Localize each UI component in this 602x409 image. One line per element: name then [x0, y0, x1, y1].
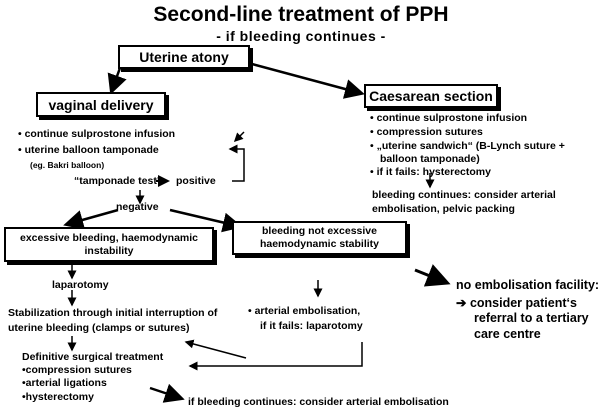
arrow-to-bottom-note: [149, 383, 185, 403]
excessive-line: instability: [84, 244, 134, 257]
arrow-loop-stub: [233, 131, 245, 143]
definitive-line: Definitive surgical treatment: [22, 351, 164, 363]
arrow-embolisation-to-definitive: [188, 342, 363, 371]
not-excessive-line: bleeding not excessive: [262, 225, 377, 237]
not-excessive-line: haemodynamic stability: [259, 238, 380, 250]
arrow-embolisation-to-stabilization: [184, 339, 247, 359]
caesarean-item: balloon tamponade): [380, 153, 480, 165]
arrow-positive-loop: [228, 144, 245, 182]
vaginal-delivery-label: vaginal delivery: [48, 96, 154, 113]
subtitle: - if bleeding continues -: [216, 28, 386, 44]
arrow-negative-right: [169, 208, 243, 233]
caesarean-item: • „uterine sandwich“ (B-Lynch suture +: [370, 140, 565, 152]
vaginal-item: • uterine balloon tamponade: [18, 144, 159, 156]
excessive-line: excessive bleeding, haemodynamic: [20, 231, 198, 244]
arrow-atony-to-caesarean: [251, 62, 365, 99]
caesarean-section-box: Caesarean section: [364, 84, 498, 108]
vaginal-item-note: (eg. Bakri balloon): [30, 160, 105, 170]
tamponade-test-label: “tamponade test": [74, 175, 162, 187]
positive-label: positive: [176, 175, 216, 187]
embolisation-line: • arterial embolisation,: [248, 305, 361, 317]
bottom-note: if bleeding continues: consider arterial…: [188, 396, 449, 408]
embolisation-line: if it fails: laparotomy: [260, 320, 363, 332]
stabilization-line: Stabilization through initial interrupti…: [8, 307, 218, 319]
arrow-atony-to-vaginal: [107, 67, 127, 95]
definitive-line: •compression sutures: [22, 364, 132, 376]
no-facility-line: no embolisation facility:: [456, 278, 600, 292]
page-title: Second-line treatment of PPH: [153, 3, 449, 26]
caesarean-result: embolisation, pelvic packing: [372, 203, 515, 215]
caesarean-item: • continue sulprostone infusion: [370, 112, 528, 124]
arrow-to-no-facility: [414, 264, 451, 287]
uterine-atony-box: Uterine atony: [118, 45, 250, 69]
arrow-negative-left: [63, 208, 119, 230]
no-facility-line: ➔ consider patient‘s: [456, 296, 577, 310]
no-facility-line: referral to a tertiary: [474, 311, 589, 325]
stabilization-line: uterine bleeding (clamps or sutures): [8, 322, 190, 334]
negative-label: negative: [116, 201, 159, 213]
vaginal-delivery-box: vaginal delivery: [36, 92, 166, 117]
caesarean-item: • compression sutures: [370, 126, 483, 138]
definitive-line: •arterial ligations: [22, 377, 107, 389]
vaginal-item: • continue sulprostone infusion: [18, 128, 176, 140]
excessive-bleeding-box: excessive bleeding, haemodynamic instabi…: [4, 227, 214, 262]
laparotomy-label: laparotomy: [52, 279, 109, 291]
caesarean-item: • if it fails: hysterectomy: [370, 166, 491, 178]
definitive-line: •hysterectomy: [22, 391, 94, 403]
uterine-atony-label: Uterine atony: [139, 49, 229, 65]
not-excessive-box: bleeding not excessive haemodynamic stab…: [232, 221, 407, 255]
caesarean-section-label: Caesarean section: [369, 88, 493, 104]
caesarean-result: bleeding continues: consider arterial: [372, 189, 556, 201]
no-facility-line: care centre: [474, 327, 541, 341]
